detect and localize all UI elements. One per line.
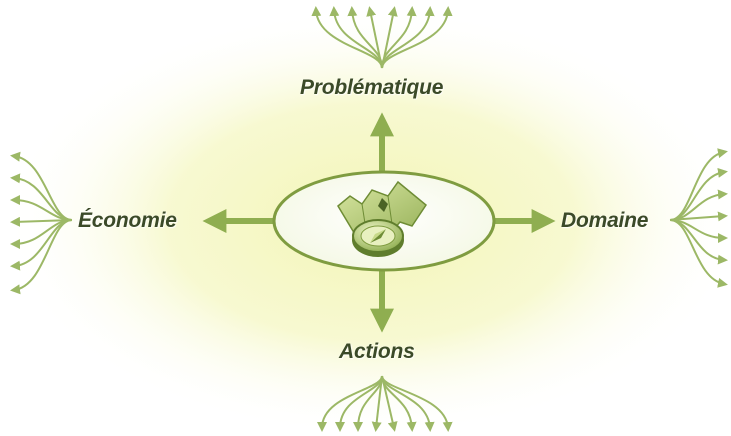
label-economie: Économie: [78, 209, 177, 232]
bottom-fan: [317, 375, 453, 432]
right-fan: [669, 148, 728, 288]
map-and-compass-icon: [337, 180, 428, 257]
label-actions: Actions: [339, 340, 415, 363]
label-domaine: Domaine: [561, 209, 649, 232]
top-fan: [311, 6, 453, 69]
label-problematique: Problématique: [300, 76, 444, 99]
main-arrows: [202, 112, 556, 333]
left-fan: [10, 151, 73, 295]
